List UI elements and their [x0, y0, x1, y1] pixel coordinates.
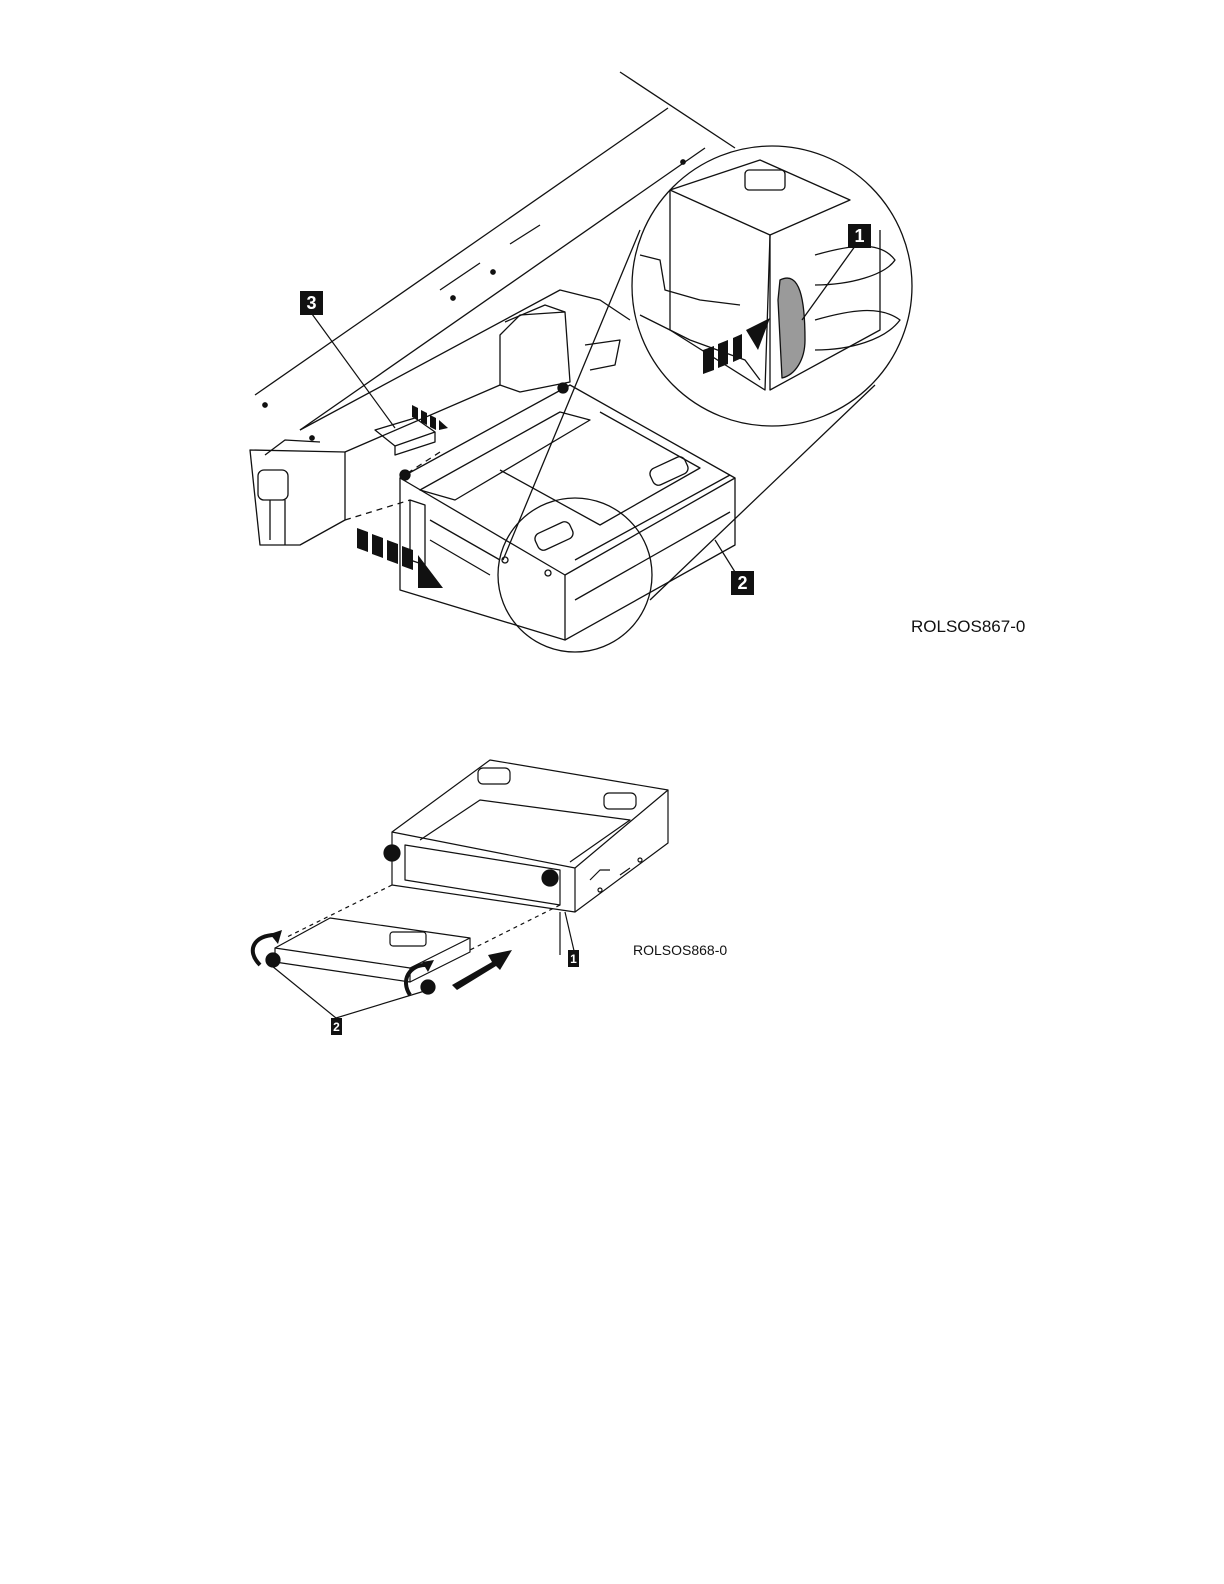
fig2-callout-1: 1: [568, 950, 579, 967]
fig2-callout-2: 2: [331, 1018, 342, 1035]
drive-cage: [384, 760, 668, 955]
svg-text:2: 2: [333, 1020, 340, 1034]
drive-tray: [253, 918, 470, 995]
figure-2-diagram: 1 2: [0, 0, 1224, 1100]
figure-2-code: ROLSOS868-0: [633, 942, 727, 958]
svg-text:1: 1: [570, 952, 577, 966]
